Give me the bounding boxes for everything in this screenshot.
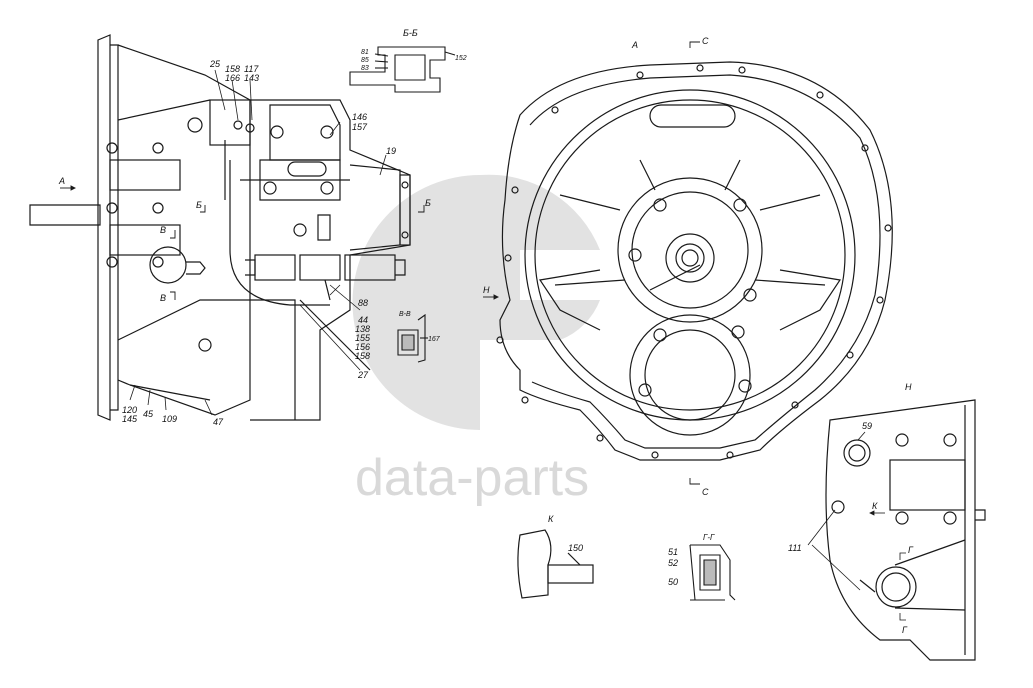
- left-leaders: [129, 69, 387, 416]
- section-mark-v-bottom: В: [160, 293, 166, 303]
- section-mark-g-bottom: Г: [902, 625, 908, 635]
- callout-81: 81: [361, 49, 369, 56]
- callout-109: 109: [162, 414, 177, 424]
- view-n: [825, 399, 986, 661]
- view-n-marks: [807, 431, 906, 621]
- callout-45: 45: [143, 409, 154, 419]
- section-mark-b-top: Б: [196, 200, 202, 210]
- watermark-text: data-parts: [355, 449, 589, 507]
- callout-27: 27: [357, 370, 369, 380]
- left-side-view: [29, 34, 411, 421]
- callout-51: 51: [668, 547, 678, 557]
- callout-150: 150: [568, 543, 583, 553]
- callout-85: 85: [361, 57, 369, 64]
- callout-50: 50: [668, 577, 678, 587]
- watermark-logo: data-parts: [352, 174, 600, 507]
- callout-138: 138: [355, 324, 370, 334]
- section-mark-c-top: С: [702, 36, 709, 46]
- callout-44: 44: [358, 315, 368, 325]
- view-n-title: Н: [905, 382, 912, 392]
- detail-bb: [349, 46, 456, 93]
- callout-88: 88: [358, 298, 368, 308]
- section-mark-v-top: В: [160, 225, 166, 235]
- callout-146: 146: [352, 112, 367, 122]
- view-a-housing: [496, 61, 893, 461]
- section-mark-g-top: Г: [908, 545, 914, 555]
- detail-gg-title: Г-Г: [703, 533, 715, 542]
- section-mark-a: А: [58, 176, 65, 186]
- section-mark-k: К: [872, 501, 878, 511]
- callout-47: 47: [213, 417, 224, 427]
- callout-152: 152: [455, 55, 467, 62]
- detail-vv-title: В-В: [399, 311, 411, 318]
- callout-143: 143: [244, 73, 259, 83]
- detail-vv: [397, 313, 428, 363]
- callout-157: 157: [352, 122, 368, 132]
- section-mark-n: Н: [483, 285, 490, 295]
- view-k: [517, 529, 594, 599]
- detail-gg: [689, 544, 736, 601]
- callout-120: 120: [122, 405, 137, 415]
- view-a-section-marks: [483, 41, 700, 485]
- callout-19: 19: [386, 146, 396, 156]
- view-a-title: А: [631, 40, 638, 50]
- callout-117: 117: [244, 64, 259, 74]
- callout-158: 158: [225, 64, 240, 74]
- view-k-title: К: [548, 514, 554, 524]
- callout-155: 155: [355, 333, 371, 343]
- left-section-marks: [60, 185, 425, 300]
- section-mark-c-bottom: С: [702, 487, 709, 497]
- detail-bb-title: Б-Б: [403, 28, 418, 38]
- callout-158b: 158: [355, 351, 370, 361]
- left-view-labels: 25 158 166 117 143 146 157 19 88 44 138 …: [122, 59, 396, 427]
- callout-52: 52: [668, 558, 678, 568]
- callout-111: 111: [788, 543, 802, 553]
- callout-83: 83: [361, 65, 369, 72]
- section-mark-b-right: Б: [425, 198, 431, 208]
- callout-59: 59: [862, 421, 872, 431]
- callout-167: 167: [428, 336, 441, 343]
- callout-166: 166: [225, 73, 240, 83]
- callout-156: 156: [355, 342, 370, 352]
- callout-25: 25: [209, 59, 221, 69]
- callout-145: 145: [122, 414, 138, 424]
